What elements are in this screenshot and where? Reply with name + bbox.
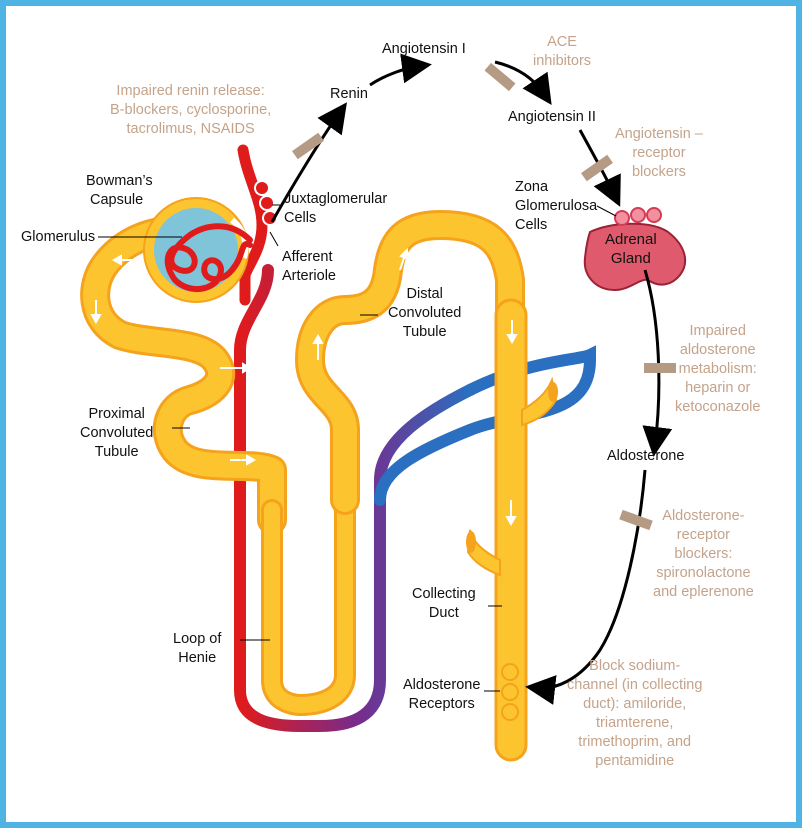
label-glomerulus: Glomerulus	[21, 228, 95, 247]
zona-glomerulosa-cells	[615, 208, 661, 225]
afferent-arteriole	[243, 150, 262, 300]
loop-of-henle-tubule	[272, 500, 345, 705]
drug-renin-release: Impaired renin release:B-blockers, cyclo…	[110, 82, 271, 139]
label-renin: Renin	[330, 85, 368, 104]
label-angiotensin-2: Angiotensin II	[508, 108, 596, 127]
label-angiotensin-1: Angiotensin I	[382, 40, 466, 59]
label-aldosterone: Aldosterone	[607, 447, 684, 466]
